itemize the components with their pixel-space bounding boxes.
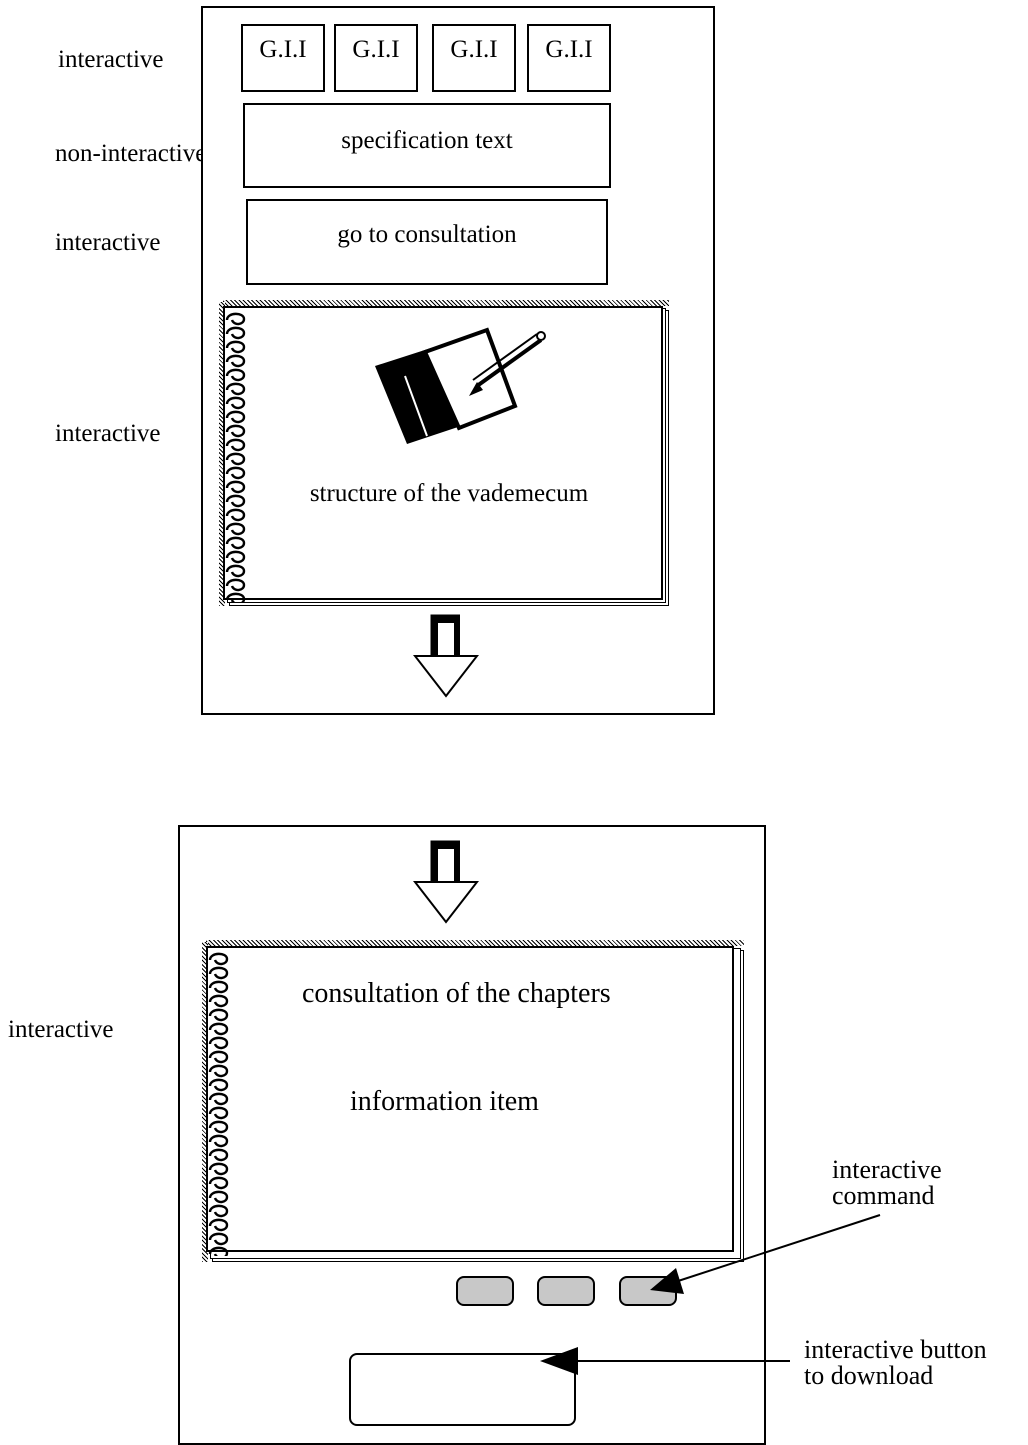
spiral-coil [225, 438, 246, 452]
spiral-coil [208, 994, 229, 1008]
book-pencil-icon [375, 327, 546, 444]
structure-notebook[interactable]: structure of the vademecum [219, 300, 669, 606]
spiral-coil [208, 1246, 229, 1256]
label-interactive-structure: interactive [55, 420, 161, 447]
spiral-coil [208, 1190, 229, 1204]
down-arrow-icon [413, 614, 479, 698]
spiral-coil [208, 1134, 229, 1148]
spiral-coil [208, 1036, 229, 1050]
spiral-coil [225, 550, 246, 564]
specification-text-box: specification text [243, 103, 611, 188]
gii-button-3[interactable]: G.I.I [432, 24, 516, 92]
spiral-coil [208, 1022, 229, 1036]
spiral-coil [225, 578, 246, 592]
label-download-1: interactive button [804, 1335, 987, 1364]
spiral-coil [208, 966, 229, 980]
spiral-coil [208, 1148, 229, 1162]
spiral-coil [225, 452, 246, 466]
label-interactive-gii: interactive [58, 46, 164, 73]
spiral-coil [208, 1092, 229, 1106]
spiral-coil [225, 396, 246, 410]
spiral-coil [225, 466, 246, 480]
arrowhead-command [650, 1268, 684, 1294]
spiral-coil [208, 1162, 229, 1176]
spiral-coil [225, 312, 246, 326]
download-button[interactable] [349, 1353, 576, 1426]
structure-of-vademecum-text: structure of the vademecum [309, 480, 589, 507]
spiral-coil [208, 1218, 229, 1232]
spiral-coil [208, 1204, 229, 1218]
label-interactive-command-2: command [832, 1181, 935, 1210]
spiral-coil [208, 1078, 229, 1092]
information-item: information item [350, 1086, 539, 1117]
go-to-consultation-button[interactable]: go to consultation [246, 199, 608, 285]
command-button-2[interactable] [537, 1276, 595, 1306]
spiral-coil [225, 480, 246, 494]
arrowhead-download [540, 1347, 578, 1375]
spiral-coil [208, 952, 229, 966]
chapters-notebook[interactable]: consultation of the chapters information… [202, 940, 744, 1262]
gii-button-1[interactable]: G.I.I [241, 24, 325, 92]
spiral-binding-icon [208, 952, 229, 1256]
label-interactive-consultation: interactive [55, 229, 161, 256]
down-arrow-icon [413, 840, 479, 924]
spiral-coil [225, 494, 246, 508]
label-interactive-command-1: interactive [832, 1155, 942, 1184]
chapters-title: consultation of the chapters [302, 978, 611, 1009]
gii-button-2[interactable]: G.I.I [334, 24, 418, 92]
spiral-coil [225, 410, 246, 424]
spiral-coil [208, 1176, 229, 1190]
label-interactive-chapters: interactive [8, 1016, 114, 1043]
spiral-coil [225, 326, 246, 340]
spiral-coil [225, 536, 246, 550]
spiral-binding-icon [225, 312, 246, 602]
command-button-1[interactable] [456, 1276, 514, 1306]
spiral-coil [225, 382, 246, 396]
spiral-coil [225, 340, 246, 354]
spiral-coil [225, 592, 246, 602]
spiral-coil [225, 564, 246, 578]
spiral-coil [208, 1120, 229, 1134]
pointer-line-command [671, 1214, 881, 1284]
spiral-coil [225, 354, 246, 368]
spiral-coil [208, 1008, 229, 1022]
spiral-coil [225, 508, 246, 522]
spiral-coil [208, 980, 229, 994]
spiral-coil [208, 1232, 229, 1246]
spiral-coil [208, 1050, 229, 1064]
spiral-coil [208, 1106, 229, 1120]
label-non-interactive: non-interactive [55, 140, 207, 167]
gii-button-4[interactable]: G.I.I [527, 24, 611, 92]
spiral-coil [225, 522, 246, 536]
spiral-coil [208, 1064, 229, 1078]
label-download-2: to download [804, 1361, 934, 1390]
spiral-coil [225, 368, 246, 382]
spiral-coil [225, 424, 246, 438]
